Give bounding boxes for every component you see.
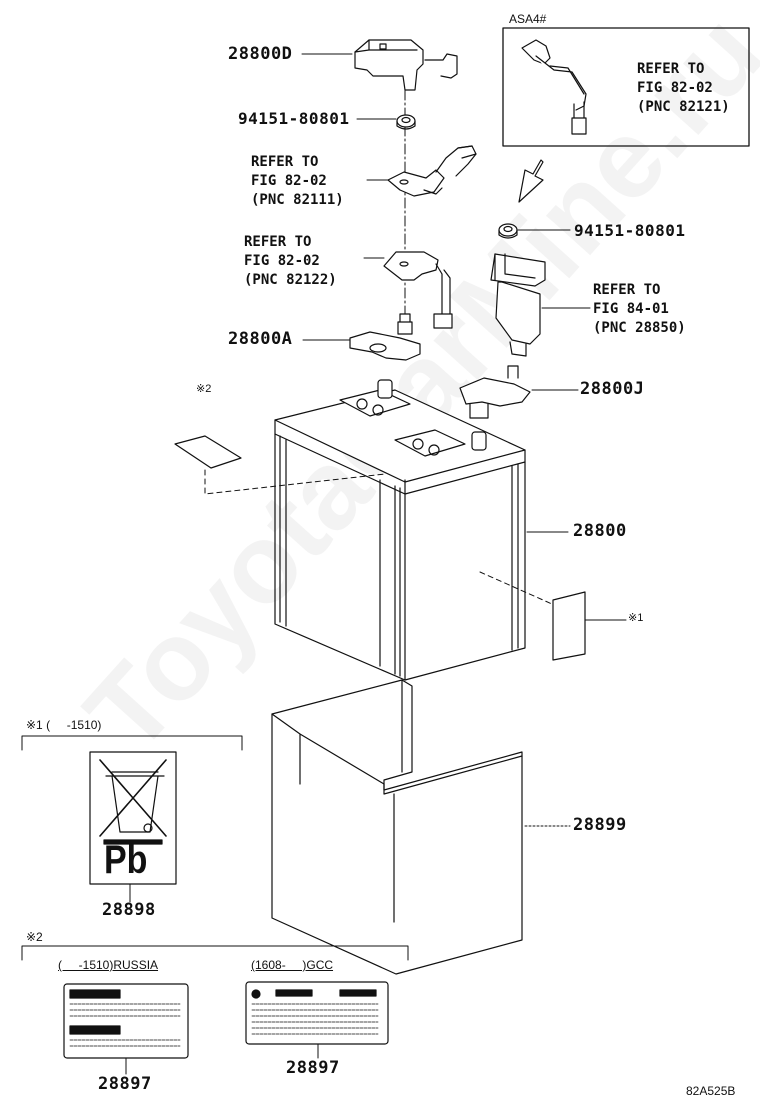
battery-terminal-28800a (349, 313, 421, 361)
ref3-line2: FIG 84-01 (593, 301, 669, 317)
inset-pointer-arrow (518, 159, 544, 203)
ref1-line1: REFER TO (251, 154, 319, 170)
ref2-line1: REFER TO (244, 234, 312, 250)
part-28899: 28899 (573, 815, 627, 835)
cable-terminal-82111 (387, 145, 477, 197)
inset-tag: ASA4# (509, 12, 547, 26)
part-nut-top: 94151-80801 (238, 109, 350, 128)
ref1-line3: (PNC 82111) (251, 192, 344, 208)
pb-symbol: Pb (104, 838, 148, 882)
battery-28800 (274, 379, 526, 681)
inset-frame (502, 27, 750, 147)
mark2-callout: ※2 (196, 383, 212, 395)
mark1-callout: ※1 (628, 612, 644, 624)
part-28897-russia: 28897 (98, 1074, 152, 1094)
inset-refer-line1: REFER TO (637, 61, 705, 77)
part-28898: 28898 (102, 900, 156, 920)
russia-title: ( -1510)RUSSIA (58, 958, 159, 972)
part-28800: 28800 (573, 521, 627, 541)
inset-refer-line3: (PNC 82121) (637, 99, 730, 115)
gcc-title: (1608- )GCC (251, 958, 334, 972)
inset-cable-terminal-icon (521, 39, 587, 135)
ref3-line3: (PNC 28850) (593, 320, 686, 336)
ref1-line2: FIG 82-02 (251, 173, 327, 189)
nut-top (396, 114, 416, 130)
terminal-cover-28800d (354, 39, 458, 91)
inset-refer-line2: FIG 82-02 (637, 80, 713, 96)
part-28800j: 28800J (580, 379, 645, 399)
russia-warning-label (63, 983, 189, 1059)
battery-terminal-28800j (459, 365, 531, 419)
part-nut-right: 94151-80801 (574, 221, 686, 240)
label-plate-mark2 (174, 435, 242, 469)
note2-mark: ※2 (26, 930, 43, 944)
label-plate-mark1 (552, 591, 586, 661)
ref2-line3: (PNC 82122) (244, 272, 337, 288)
gcc-warning-label (245, 981, 389, 1045)
cable-terminal-82122 (383, 251, 453, 329)
note1-title: ※1 ( -1510) (26, 718, 102, 732)
nut-right (498, 223, 518, 239)
pb-recycle-label (89, 751, 177, 885)
ref3-line1: REFER TO (593, 282, 661, 298)
figure-code: 82A525B (686, 1084, 736, 1098)
ref2-line2: FIG 82-02 (244, 253, 320, 269)
part-28897-gcc: 28897 (286, 1058, 340, 1078)
battery-tray-28899 (271, 679, 523, 975)
terminal-protector-28850 (490, 253, 546, 357)
part-28800a: 28800A (228, 329, 293, 349)
part-28800d: 28800D (228, 44, 293, 64)
